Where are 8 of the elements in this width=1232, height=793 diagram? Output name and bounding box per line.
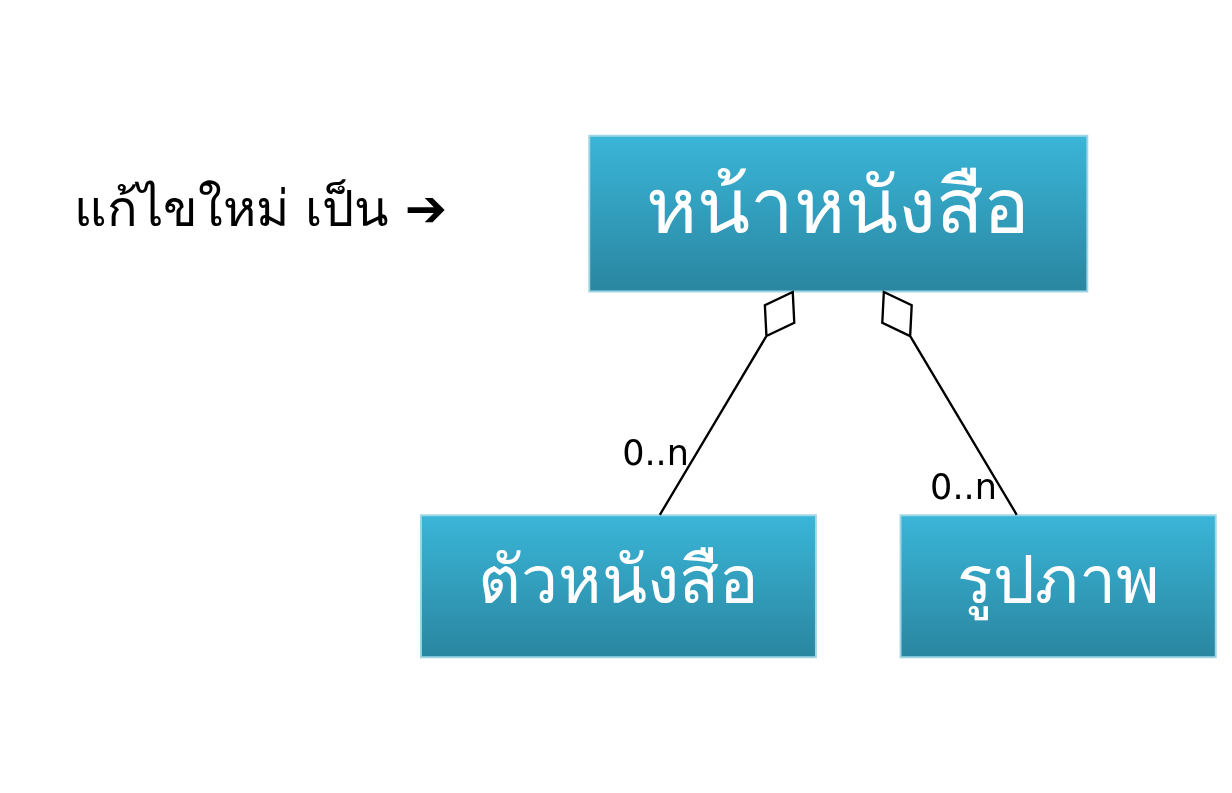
label: แก้ไขใหม่ เป็น ➔ xyxy=(73,178,448,238)
edge-label: 0..n xyxy=(930,466,997,508)
node-box: หน้าหนังสือ xyxy=(588,134,1089,293)
edge-label: 0..n xyxy=(622,432,689,474)
node-box: ตัวหนังสือ xyxy=(419,514,817,659)
node-box: รูปภาพ xyxy=(899,514,1217,659)
connector xyxy=(881,290,1018,516)
connector xyxy=(658,290,796,516)
